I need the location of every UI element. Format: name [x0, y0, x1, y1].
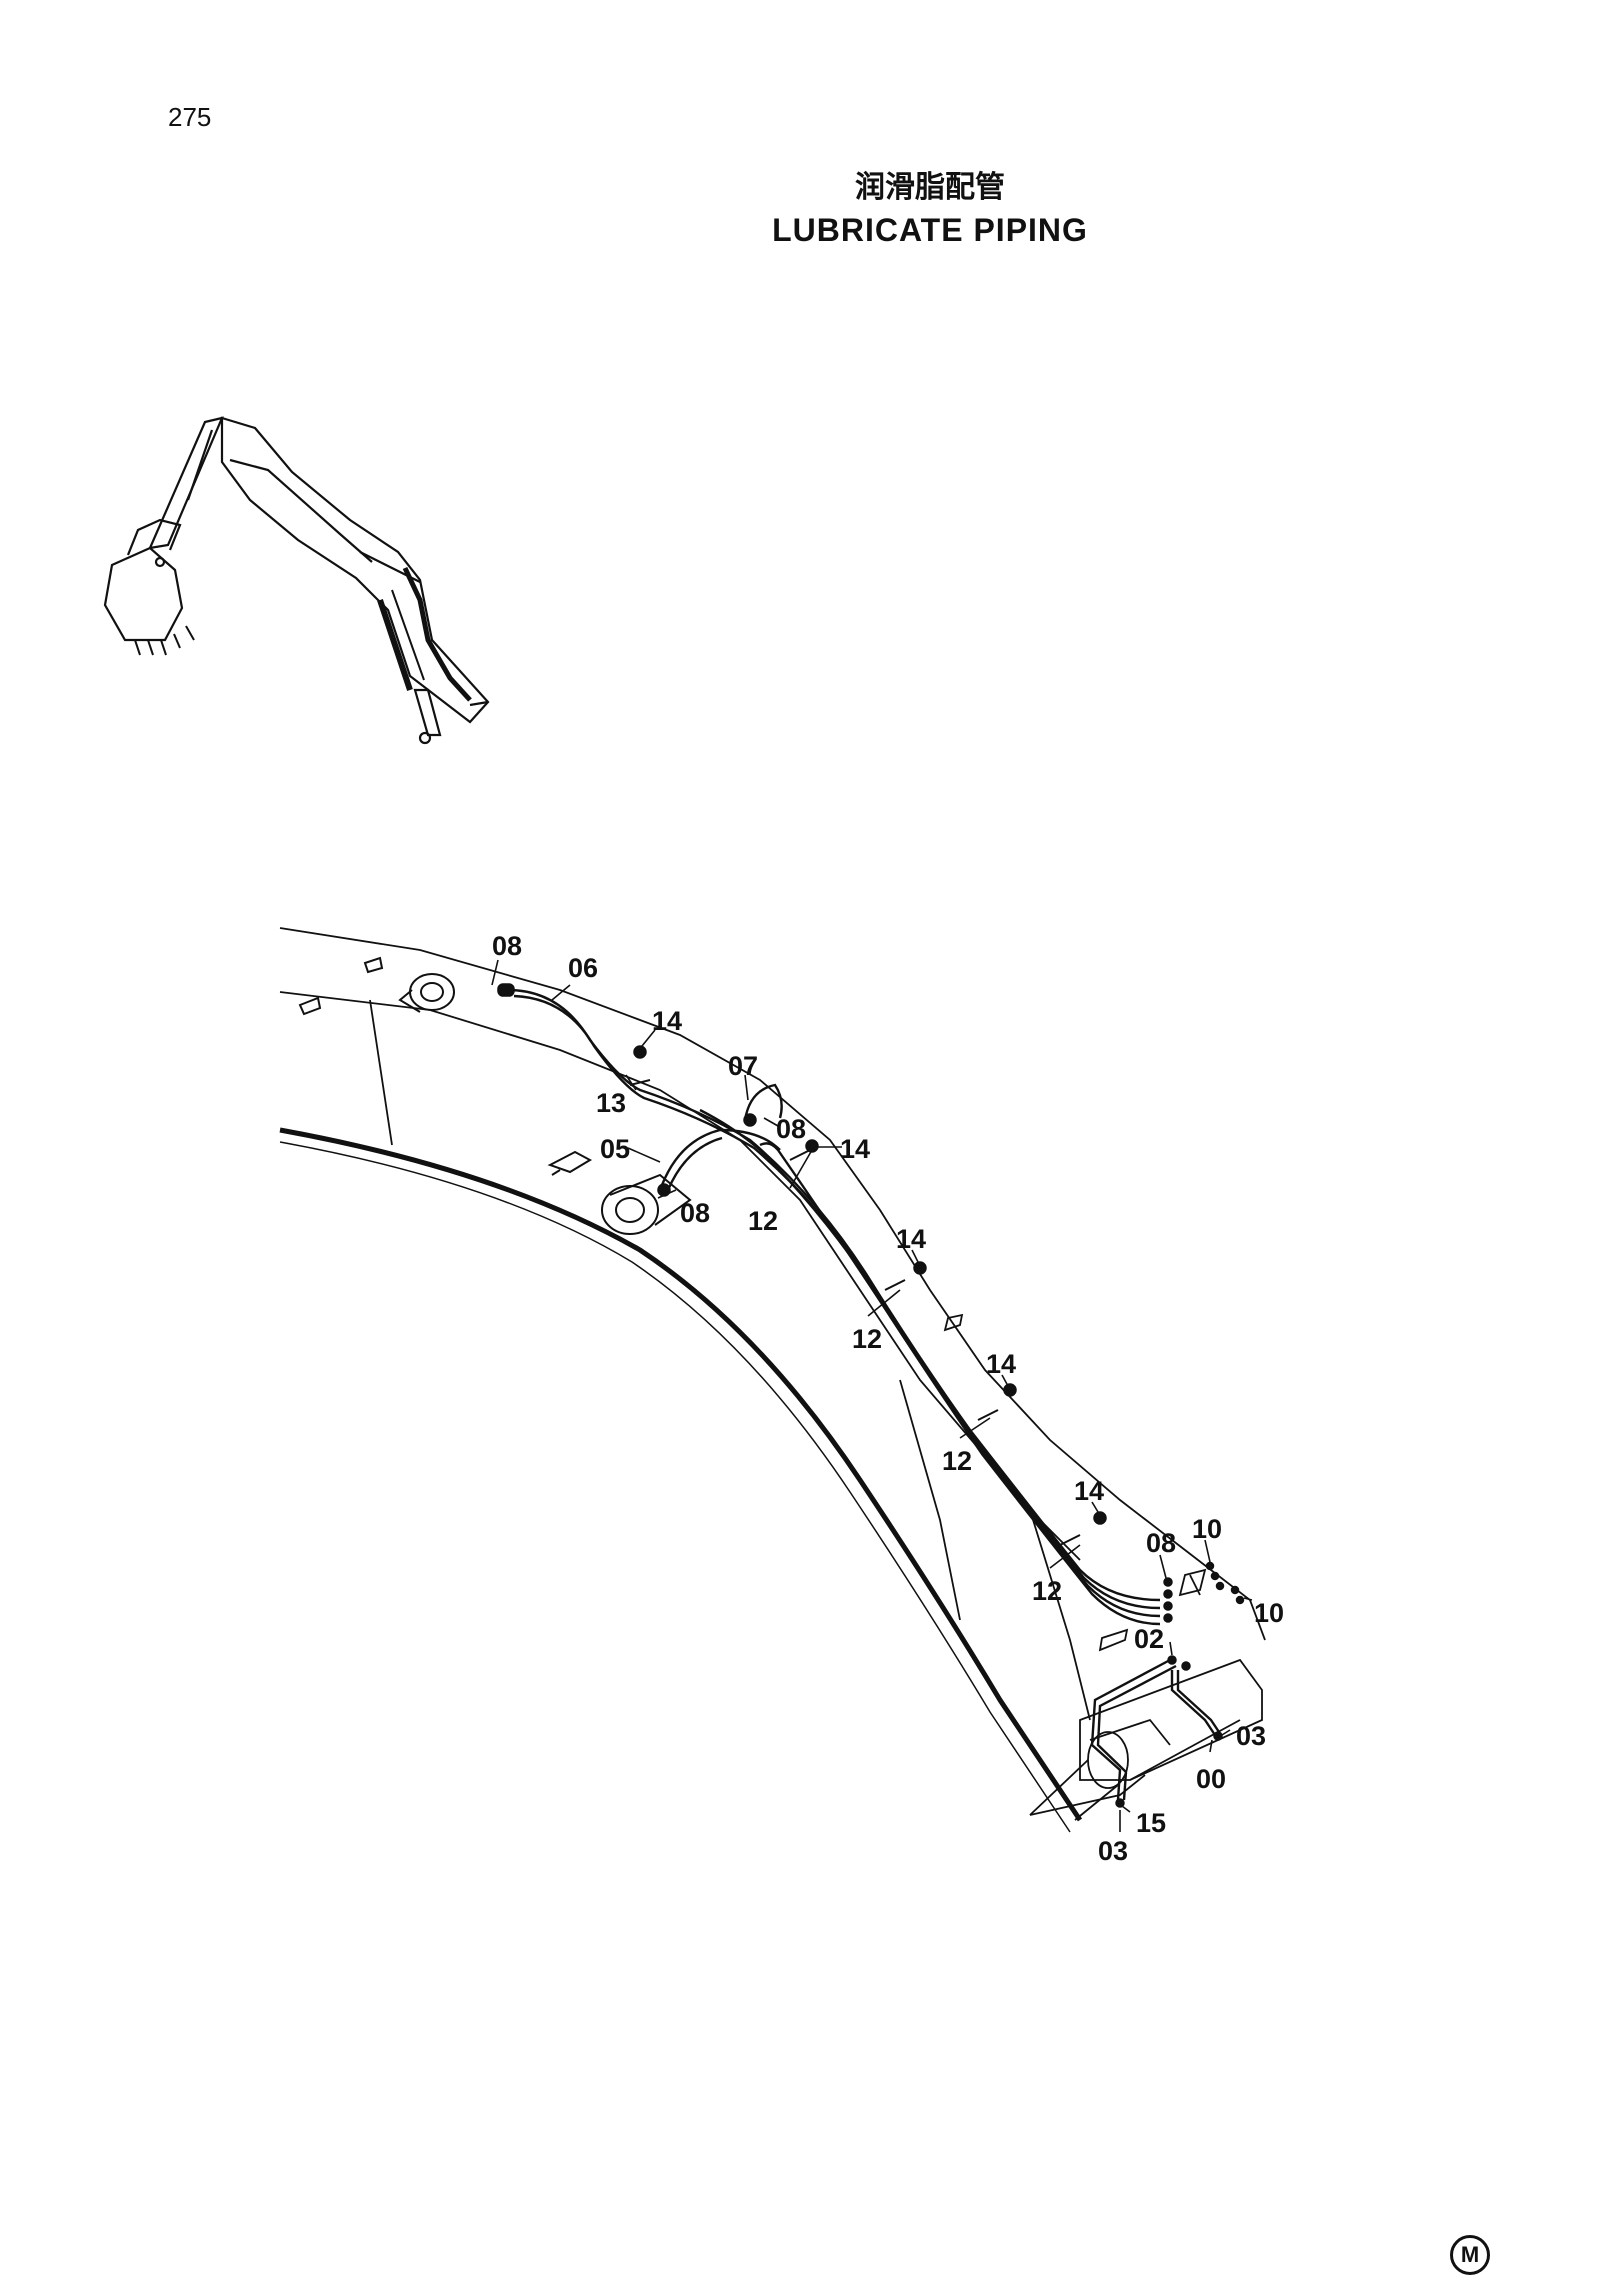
callout-14-e: 14 — [1074, 1476, 1104, 1506]
callout-12-c: 12 — [942, 1446, 972, 1476]
grease-fittings — [497, 983, 1245, 1808]
callout-08-top: 08 — [492, 931, 522, 961]
callout-02: 02 — [1134, 1624, 1164, 1654]
title-chinese: 润滑脂配管 — [855, 170, 1005, 205]
callout-07: 07 — [728, 1051, 758, 1081]
callout-10-right: 10 — [1254, 1598, 1284, 1628]
callout-15: 15 — [1136, 1808, 1166, 1838]
callout-12-b: 12 — [852, 1324, 882, 1354]
callout-leaders — [491, 959, 1253, 1832]
callout-12-a: 12 — [748, 1206, 778, 1236]
callout-08-low: 08 — [680, 1198, 710, 1228]
boom-cylinder-boss — [547, 1150, 692, 1235]
callout-13: 13 — [596, 1088, 626, 1118]
callout-03-right: 03 — [1236, 1721, 1266, 1751]
callout-14-c: 14 — [896, 1224, 926, 1254]
arm-pivot-boss — [298, 956, 455, 1016]
lubricate-hose-bundle — [507, 988, 1222, 1801]
corner-logo-mark: M — [1450, 2235, 1490, 2275]
title-block: 润滑脂配管 LUBRICATE PIPING — [520, 168, 1340, 252]
boom-structure — [279, 927, 1266, 1833]
callout-00: 00 — [1196, 1764, 1226, 1794]
callout-05: 05 — [600, 1134, 630, 1164]
title-english: LUBRICATE PIPING — [772, 212, 1088, 248]
callout-10-top: 10 — [1192, 1514, 1222, 1544]
callout-08-right: 08 — [1146, 1528, 1176, 1558]
callout-06: 06 — [568, 953, 598, 983]
callout-08-mid: 08 — [776, 1114, 806, 1144]
callout-14-a: 14 — [652, 1006, 682, 1036]
callout-14-d: 14 — [986, 1349, 1016, 1379]
callout-labels: 08 06 14 07 13 08 14 05 08 12 14 12 14 1… — [492, 931, 1284, 1866]
page-number: 275 — [168, 102, 212, 132]
hose-clamps — [629, 1079, 1081, 1546]
callout-12-d: 12 — [1032, 1576, 1062, 1606]
excavator-overview-sketch — [103, 416, 490, 745]
callout-03-bottom: 03 — [1098, 1836, 1128, 1866]
callout-14-b: 14 — [840, 1134, 870, 1164]
